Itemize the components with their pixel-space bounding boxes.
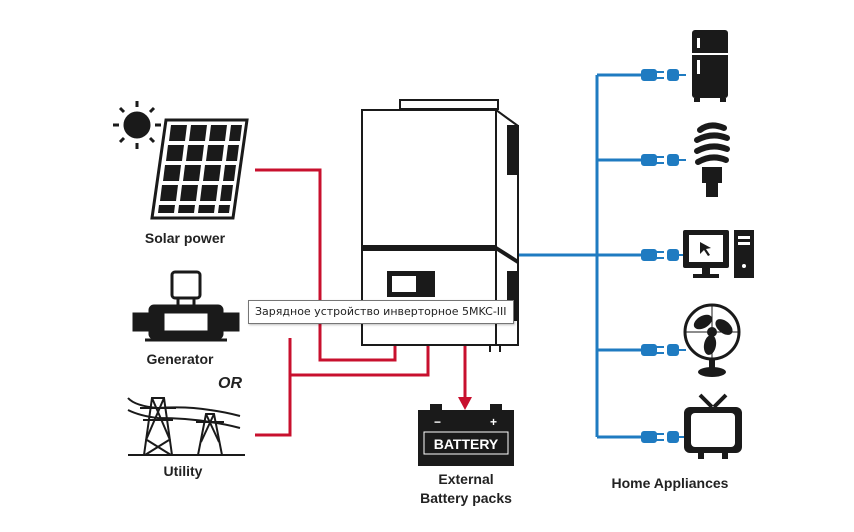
battery-box-text: BATTERY xyxy=(434,436,499,452)
utility-wire xyxy=(255,375,292,437)
tower-icon xyxy=(196,413,224,456)
home-appliances-label: Home Appliances xyxy=(612,475,729,491)
plug-icon xyxy=(641,69,686,81)
generator-label: Generator xyxy=(147,351,214,367)
plug-icon xyxy=(641,154,686,166)
plug-icon xyxy=(641,344,686,356)
solar-power-label: Solar power xyxy=(145,230,226,246)
solar-panel-icon xyxy=(150,118,249,220)
svg-text:−: − xyxy=(434,415,441,429)
generator-icon xyxy=(132,270,240,342)
plugs xyxy=(641,69,686,443)
tv-icon xyxy=(684,393,742,459)
battery-label-line1: External xyxy=(438,471,493,487)
plug-icon xyxy=(641,431,686,443)
solar-wire xyxy=(255,168,397,362)
output-wiring xyxy=(518,73,642,439)
product-tooltip: Зарядное устройство инверторное 5MKC-III xyxy=(248,300,514,324)
battery-label-line2: Battery packs xyxy=(420,490,512,506)
battery-icon: − + xyxy=(418,404,514,466)
battery-down-arrowhead xyxy=(458,397,472,410)
utility-label: Utility xyxy=(164,463,203,479)
plug-icon xyxy=(641,249,686,261)
utility-towers-icon xyxy=(127,397,245,456)
bulb-icon xyxy=(694,122,730,197)
generator-wire xyxy=(288,332,430,377)
computer-icon xyxy=(683,230,754,278)
fan-icon xyxy=(683,303,741,377)
refrigerator-icon xyxy=(692,30,728,102)
sun-icon xyxy=(113,101,161,149)
svg-text:+: + xyxy=(490,415,497,429)
or-label: OR xyxy=(218,375,242,392)
